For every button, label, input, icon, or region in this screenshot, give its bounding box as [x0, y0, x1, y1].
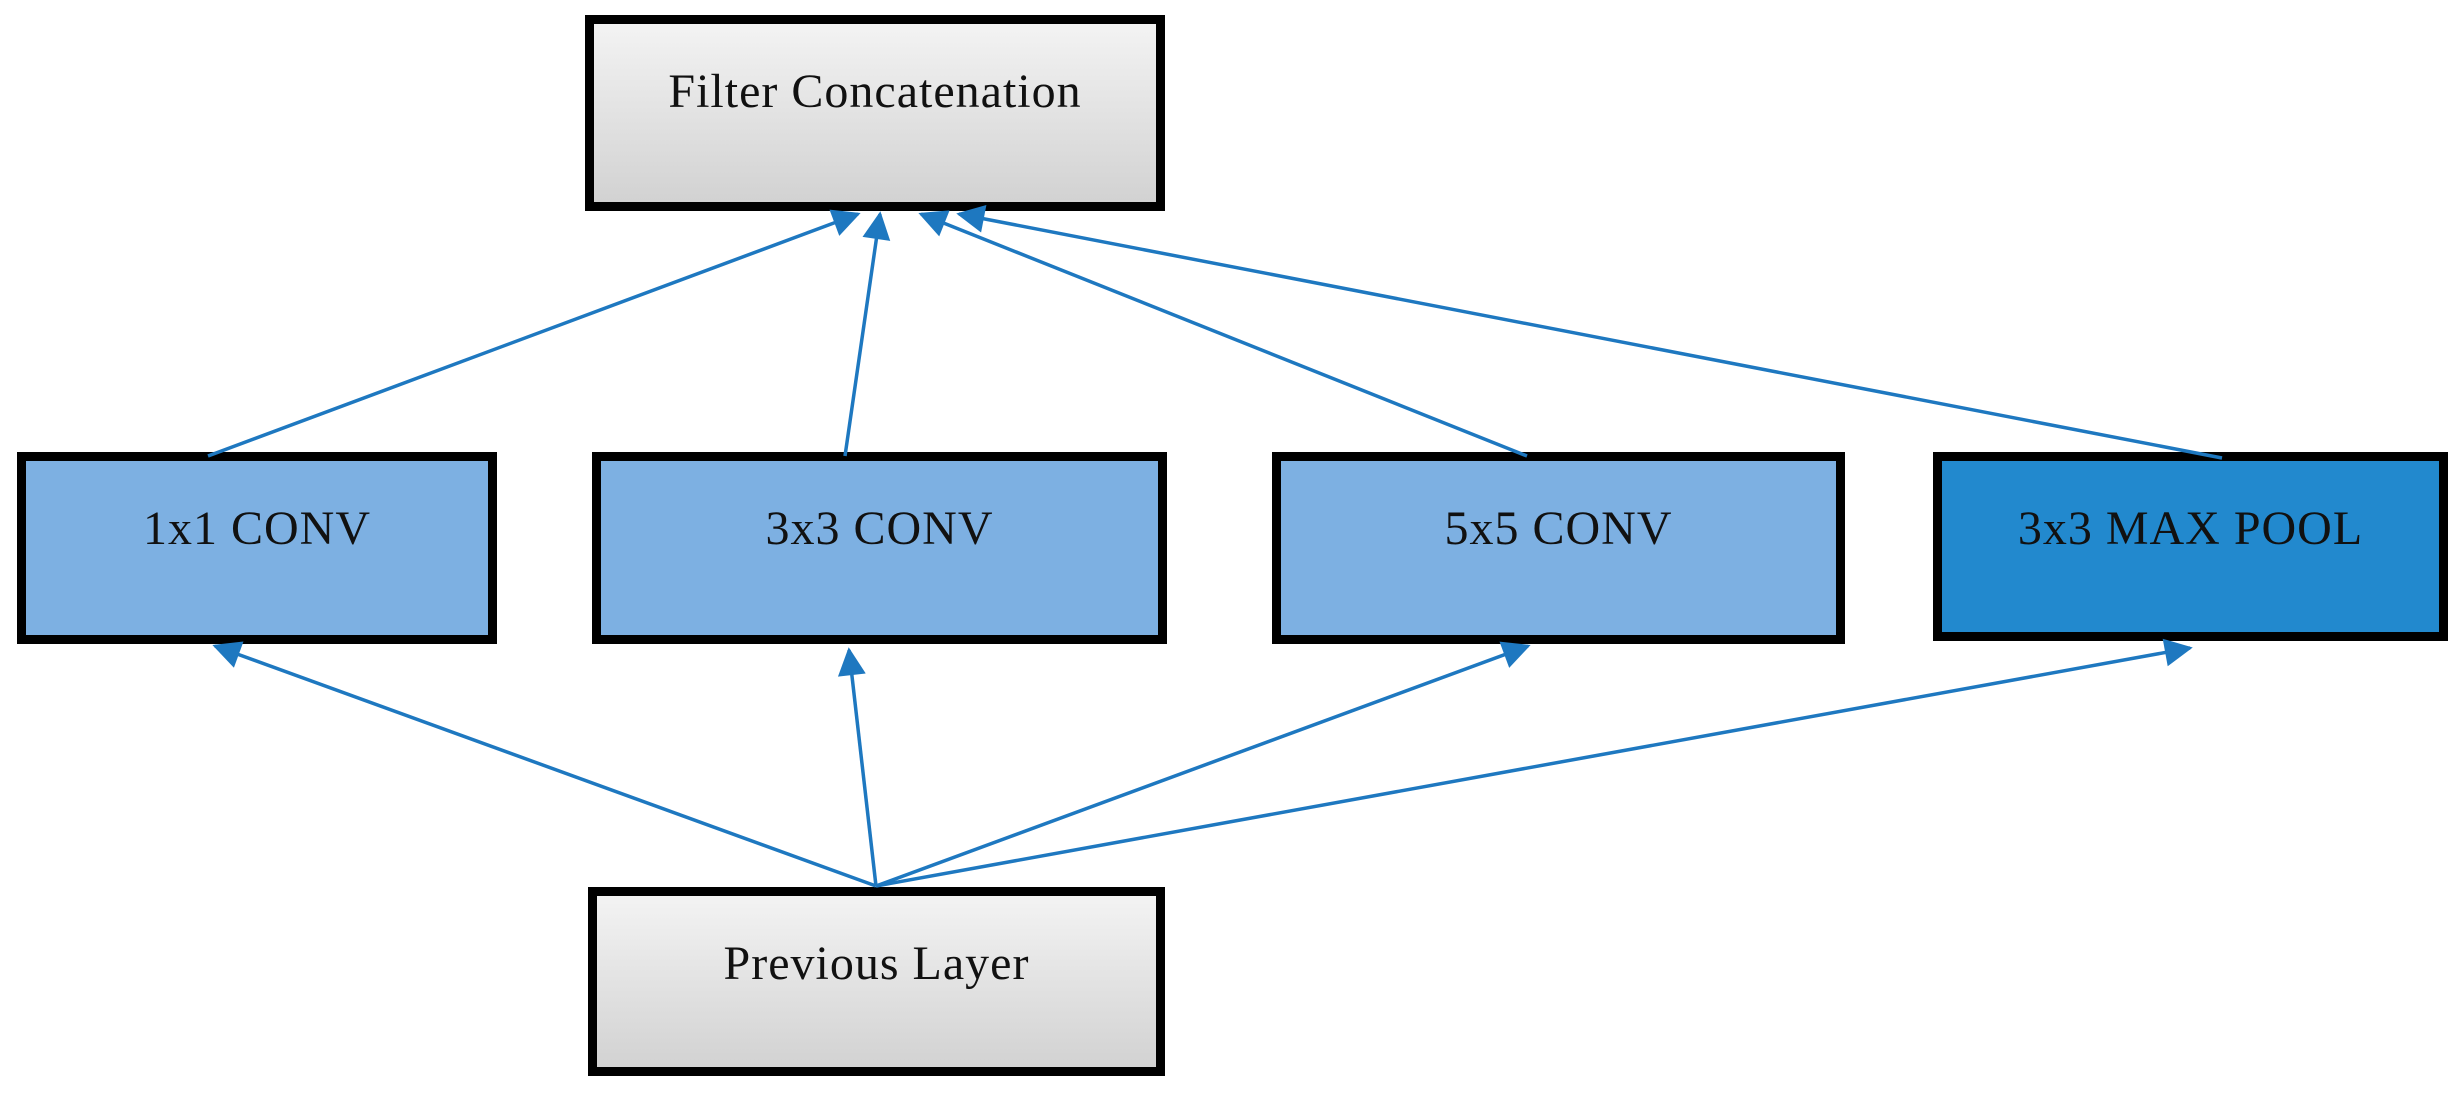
node-5x5-conv-label: 5x5 CONV — [1444, 502, 1673, 555]
node-3x3-max-pool-label: 3x3 MAX POOL — [2017, 502, 2364, 555]
arrow-previous-to-conv1x1 — [212, 641, 877, 888]
node-previous-layer: Previous Layer — [588, 887, 1165, 1076]
node-3x3-max-pool: 3x3 MAX POOL — [1933, 452, 2448, 641]
arrow-previous-to-conv3x3 — [837, 647, 878, 887]
arrow-conv3x3-to-filter-concat — [843, 211, 891, 457]
arrow-previous-to-maxpool — [875, 638, 2193, 888]
arrow-conv1x1-to-filter-concat — [207, 209, 861, 458]
arrow-conv5x5-to-filter-concat — [918, 210, 1528, 458]
node-3x3-conv: 3x3 CONV — [592, 452, 1167, 644]
arrow-previous-to-conv5x5 — [875, 641, 1531, 888]
node-previous-layer-label: Previous Layer — [723, 937, 1030, 990]
node-filter-concatenation-label: Filter Concatenation — [668, 65, 1082, 118]
node-1x1-conv: 1x1 CONV — [17, 452, 497, 644]
arrow-maxpool-to-filter-concat — [956, 205, 2223, 460]
node-3x3-conv-label: 3x3 CONV — [765, 502, 994, 555]
node-5x5-conv: 5x5 CONV — [1272, 452, 1845, 644]
node-1x1-conv-label: 1x1 CONV — [142, 502, 371, 555]
node-filter-concatenation: Filter Concatenation — [585, 15, 1165, 211]
